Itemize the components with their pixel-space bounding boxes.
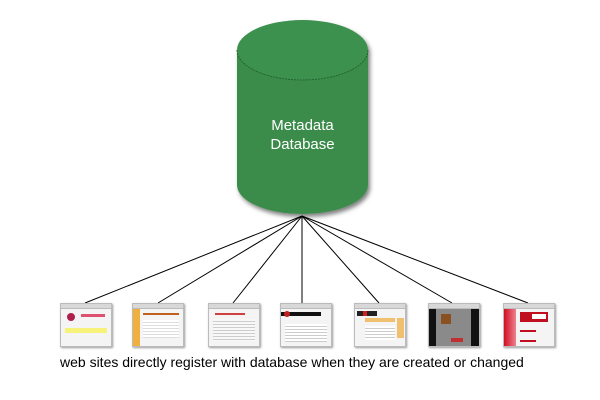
connector-line: [157, 215, 303, 304]
connector-line: [301, 215, 453, 304]
database-label-line1: Metadata: [271, 117, 334, 134]
database-cylinder: [236, 20, 369, 214]
website-thumbnail-7[interactable]: [503, 303, 555, 347]
database-label-line2: Database: [270, 136, 335, 153]
website-thumbnail-6[interactable]: [428, 303, 480, 347]
connector-line: [301, 215, 529, 304]
diagram-caption: web sites directly register with databas…: [60, 354, 524, 370]
website-thumbnail-4[interactable]: [280, 303, 332, 347]
website-thumbnail-2[interactable]: [132, 303, 184, 347]
website-thumbnail-5[interactable]: [354, 303, 406, 347]
connector-line: [232, 215, 303, 304]
website-thumbnail-1[interactable]: [60, 303, 112, 347]
database-label: Metadata Database: [237, 116, 368, 154]
connector-line: [84, 215, 303, 304]
website-thumbnail-3[interactable]: [208, 303, 260, 347]
connector-line: [301, 215, 380, 304]
connector-lines: [84, 215, 529, 304]
